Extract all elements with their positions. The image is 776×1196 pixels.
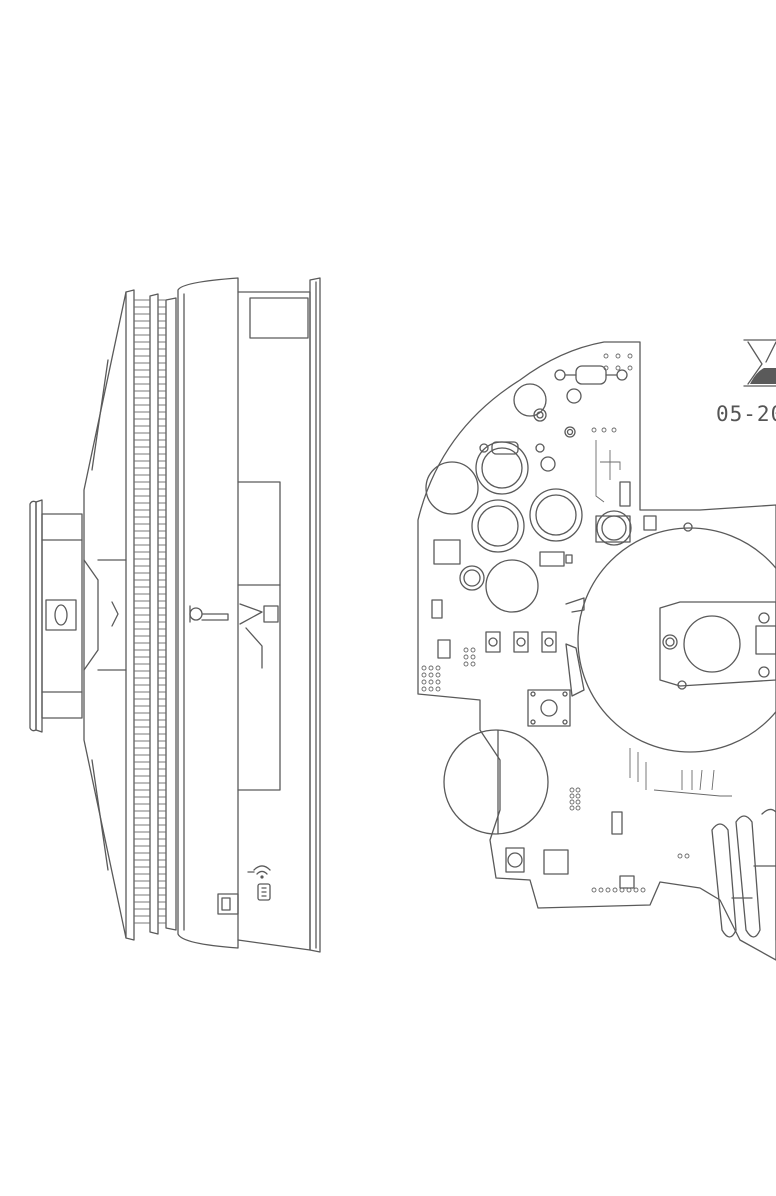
via [463, 661, 469, 667]
via [569, 787, 575, 793]
via-dots [421, 353, 690, 893]
via [684, 853, 690, 859]
via [569, 799, 575, 805]
via [591, 427, 597, 433]
via [619, 887, 625, 893]
via [421, 686, 427, 692]
via [470, 654, 476, 660]
via [627, 353, 633, 359]
hourglass-icon [743, 339, 776, 387]
via [569, 793, 575, 799]
via [640, 887, 646, 893]
via [569, 805, 575, 811]
via [627, 365, 633, 371]
via [615, 353, 621, 359]
via [603, 353, 609, 359]
via [435, 672, 441, 678]
via [633, 887, 639, 893]
pcb-outline [417, 341, 776, 961]
circuit-board-view [417, 341, 776, 961]
via [428, 672, 434, 678]
via [463, 654, 469, 660]
via [435, 686, 441, 692]
tapered-front [83, 291, 127, 939]
via [421, 679, 427, 685]
via [575, 799, 581, 805]
via [428, 686, 434, 692]
via [603, 365, 609, 371]
via [421, 672, 427, 678]
via [605, 887, 611, 893]
vent-ribs [125, 289, 177, 941]
via [575, 793, 581, 799]
battery-cell [443, 729, 549, 835]
via [435, 665, 441, 671]
via [421, 665, 427, 671]
via [435, 679, 441, 685]
test-button-cap [29, 499, 83, 733]
via [601, 427, 607, 433]
via [428, 665, 434, 671]
sounder-disc [577, 527, 776, 753]
via [575, 805, 581, 811]
mounting-base [237, 277, 321, 953]
via [428, 679, 434, 685]
capacitors [425, 383, 632, 613]
via [470, 647, 476, 653]
traces [595, 440, 732, 797]
side-profile-view [29, 277, 321, 953]
via [615, 365, 621, 371]
via [611, 427, 617, 433]
components [431, 365, 776, 941]
via [463, 647, 469, 653]
main-housing [177, 277, 239, 949]
via [626, 887, 632, 893]
date-code-label: 05-20 [716, 402, 776, 426]
via [677, 853, 683, 859]
date-code-stamp: 05-20 [716, 339, 776, 426]
via [598, 887, 604, 893]
via [612, 887, 618, 893]
wireless-signal-icon [247, 865, 271, 901]
via [591, 887, 597, 893]
via [470, 661, 476, 667]
via [575, 787, 581, 793]
